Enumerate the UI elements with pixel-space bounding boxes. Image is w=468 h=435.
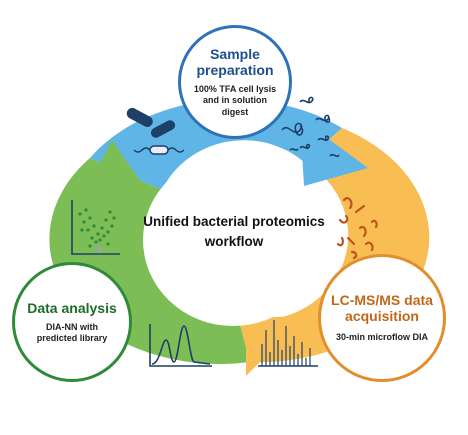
- lcms-acquisition-description: 30-min microflow DIA: [335, 332, 428, 343]
- lcms-acquisition-title: LC-MS/MS data acquisition: [331, 292, 433, 325]
- chromatogram-icon: [149, 324, 212, 367]
- volcano-plot-icon: [71, 200, 120, 255]
- peptide-icon: [336, 197, 378, 260]
- sample-preparation-title: Sample preparation: [196, 46, 274, 79]
- lcms-acquisition-node: LC-MS/MS data acquisition 30-min microfl…: [318, 254, 446, 382]
- sample-preparation-node: Sample preparation 100% TFA cell lysis a…: [178, 25, 292, 139]
- mass-spectrum-icon: [258, 320, 318, 367]
- center-disc: [143, 154, 323, 326]
- data-analysis-title: Data analysis: [27, 299, 117, 316]
- data-analysis-description: DIA-NN with predicted library: [36, 321, 108, 344]
- arrow-to-acquisition: [300, 118, 368, 186]
- sample-preparation-description: 100% TFA cell lysis and in solution dige…: [193, 84, 277, 117]
- center-title: Unified bacterial proteomics workflow: [143, 214, 325, 249]
- bacteria-icon: [126, 107, 185, 155]
- arrow-to-sample-prep: [78, 140, 152, 206]
- arrow-to-analysis: [246, 316, 306, 376]
- ring-segment-sample-prep: [90, 99, 342, 190]
- data-analysis-node: Data analysis DIA-NN with predicted libr…: [12, 262, 132, 382]
- protein-digest-icon: [281, 96, 340, 158]
